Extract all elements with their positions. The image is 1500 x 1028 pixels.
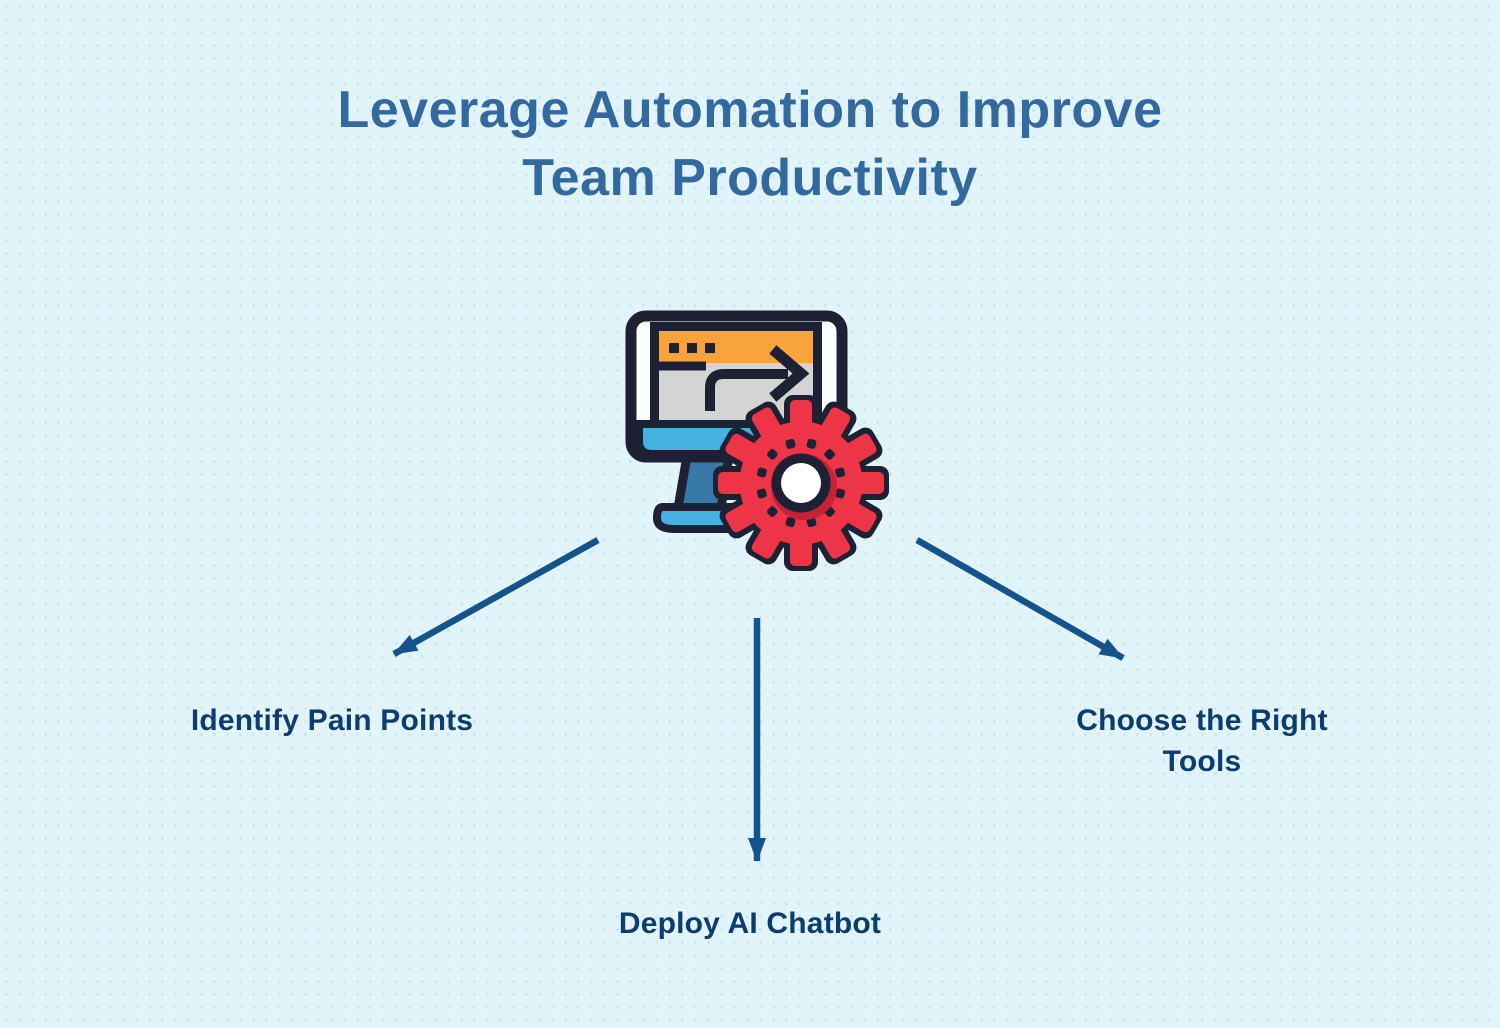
node-label-deploy-ai-chatbot: Deploy AI Chatbot [618, 907, 882, 940]
page-title-line2: Team Productivity [522, 149, 978, 207]
automation-icon [605, 295, 905, 595]
monitor-gear-icon [625, 310, 889, 571]
browser-dots-icon [669, 343, 715, 353]
page-title-line1: Leverage Automation to Improve [337, 81, 1163, 139]
node-label-choose-right-tools: Choose the Right Tools [1076, 704, 1328, 778]
gear-icon [713, 395, 889, 571]
node-label-identify-pain-points: Identify Pain Points [190, 704, 474, 737]
page-title: Leverage Automation to Improve Team Prod… [0, 76, 1500, 212]
arrow-to-identify-pain-points [392, 537, 600, 657]
arrow-to-choose-right-tools [915, 537, 1125, 661]
redirect-arrow-icon [705, 345, 810, 411]
